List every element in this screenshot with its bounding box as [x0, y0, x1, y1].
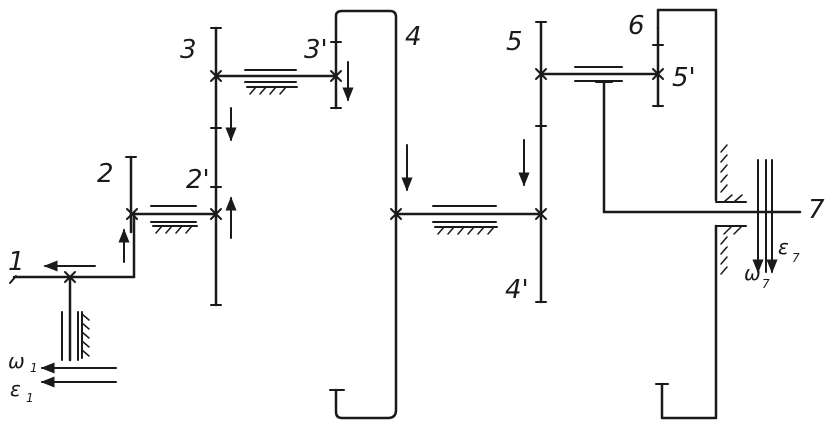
shaft-4-bearing — [394, 205, 543, 235]
gear-1 — [9, 260, 136, 284]
carrier-arm — [595, 80, 613, 214]
epsilon-7-symbol: ε — [778, 235, 789, 259]
label-gear-7: 7 — [808, 195, 825, 225]
gear-2 — [125, 155, 138, 234]
input-shaft-1 — [61, 275, 90, 362]
output-angular-acceleration: ε 7 — [778, 235, 800, 265]
gear-2-prime — [210, 26, 237, 307]
omega-7-symbol: ω — [744, 261, 761, 285]
gear-3 — [210, 69, 338, 95]
label-gear-5-prime: 5' — [672, 63, 696, 93]
output-shaft-7 — [602, 159, 802, 274]
omega-1-subscript: 1 — [30, 361, 38, 375]
input-angular-velocity: ω 1 — [8, 349, 117, 375]
epsilon-7-subscript: 7 — [792, 251, 800, 265]
input-angular-acceleration: ε 1 — [10, 376, 117, 405]
output-angular-velocity: ω 7 — [744, 261, 770, 291]
label-gear-4-prime: 4' — [505, 275, 529, 305]
label-gear-5: 5 — [506, 27, 523, 57]
epsilon-1-symbol: ε — [10, 377, 21, 401]
label-gear-3: 3 — [180, 35, 197, 65]
label-gear-1: 1 — [8, 247, 25, 277]
gear-4-prime — [518, 20, 547, 304]
label-gear-3-prime: 3' — [304, 35, 328, 65]
gear-3-prime — [330, 28, 354, 110]
gear-5 — [535, 66, 660, 82]
label-gear-6: 6 — [628, 11, 645, 41]
shaft-2-bearing — [129, 205, 218, 234]
fixed-ring-gear-6 — [655, 8, 747, 420]
omega-1-symbol: ω — [8, 349, 25, 373]
label-gear-4: 4 — [405, 22, 422, 52]
omega-7-subscript: 7 — [762, 277, 770, 291]
label-gear-2: 2 — [97, 159, 114, 189]
gear-5-prime — [652, 26, 664, 108]
label-gear-2-prime: 2' — [186, 165, 210, 195]
epsilon-1-subscript: 1 — [26, 391, 34, 405]
